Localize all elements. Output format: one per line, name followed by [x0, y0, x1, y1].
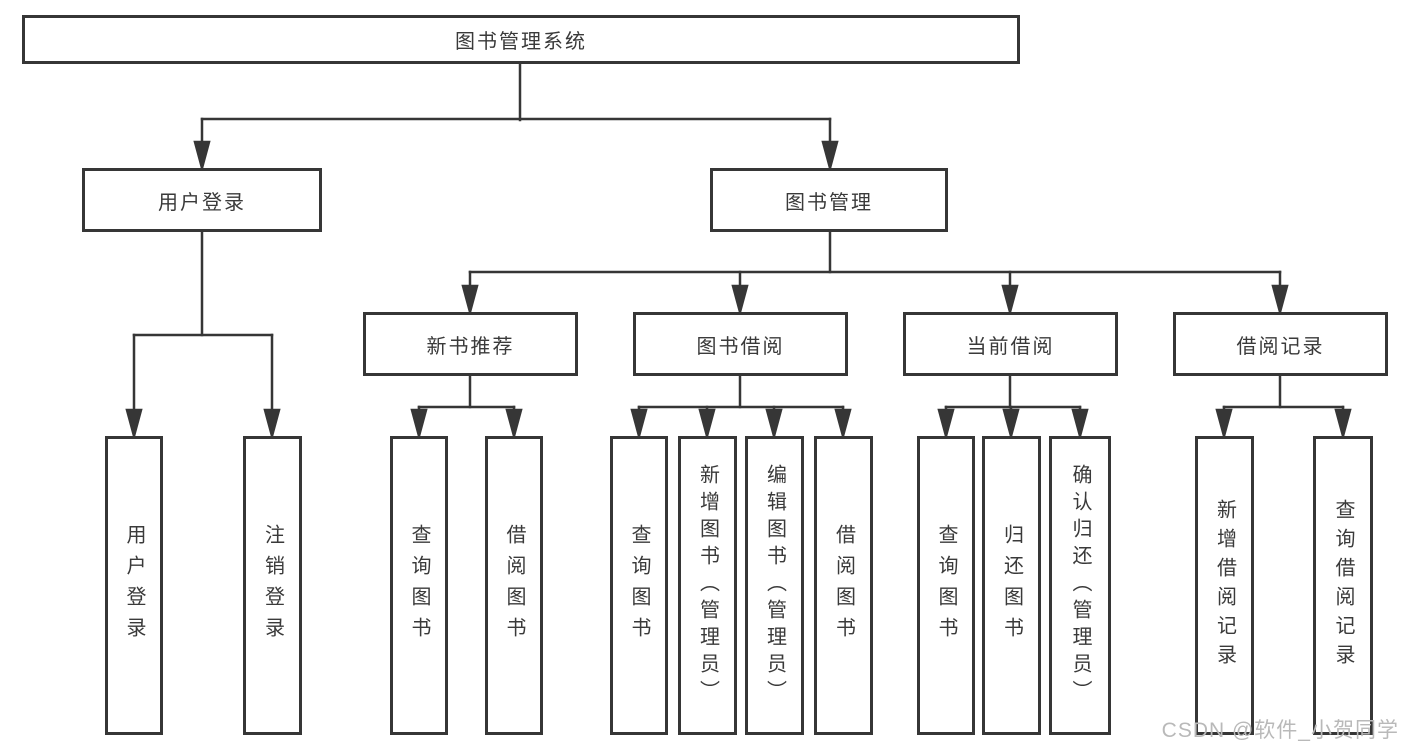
leaf-add-books-admin: 新增图书（管理员） [678, 436, 737, 735]
arrowhead-icon [125, 408, 143, 441]
node-current-borrowing: 当前借阅 [903, 312, 1118, 376]
leaf-confirm-return-admin: 确认归还（管理员） [1049, 436, 1111, 735]
arrowhead-icon [698, 408, 716, 441]
arrowhead-icon [263, 408, 281, 441]
node-book-borrowing: 图书借阅 [633, 312, 848, 376]
node-book-management: 图书管理 [710, 168, 948, 232]
arrowhead-icon [193, 140, 211, 173]
leaf-edit-books-admin: 编辑图书（管理员） [745, 436, 804, 735]
node-label: 用户登录 [158, 191, 246, 214]
leaf-return-books: 归还图书 [982, 436, 1041, 735]
arrowhead-icon [1215, 408, 1233, 441]
node-label: 新书推荐 [426, 335, 515, 358]
connector-root [193, 62, 839, 173]
leaf-label: 借阅图书 [832, 523, 855, 648]
node-new-book-recommend: 新书推荐 [363, 312, 578, 376]
node-label: 借阅记录 [1236, 335, 1325, 358]
leaf-label: 新增借阅记录 [1213, 498, 1236, 673]
arrowhead-icon [505, 408, 523, 441]
arrowhead-icon [1334, 408, 1352, 441]
arrowhead-icon [821, 140, 839, 173]
arrowhead-icon [731, 284, 749, 317]
connector-management [461, 230, 1289, 317]
arrowhead-icon [1071, 408, 1089, 441]
node-library-system: 图书管理系统 [22, 15, 1020, 64]
connector-current [937, 374, 1089, 441]
arrowhead-icon [410, 408, 428, 441]
leaf-label: 查询图书 [628, 523, 650, 648]
leaf-logout: 注销登录 [243, 436, 302, 735]
csdn-watermark: CSDN @软件_小贺同学 [1161, 719, 1399, 742]
leaf-label: 用户登录 [123, 523, 145, 648]
arrowhead-icon [765, 408, 783, 441]
arrowhead-icon [1271, 284, 1289, 317]
node-borrowing-records: 借阅记录 [1173, 312, 1388, 376]
leaf-label: 确认归还（管理员） [1069, 464, 1091, 707]
connector-borrowing [630, 374, 852, 441]
arrowhead-icon [937, 408, 955, 441]
arrowhead-icon [461, 284, 479, 317]
leaf-query-books-1: 查询图书 [390, 436, 448, 735]
leaf-label: 查询借阅记录 [1332, 498, 1354, 673]
arrowhead-icon [834, 408, 852, 441]
node-label: 图书管理 [785, 191, 873, 214]
leaf-query-borrow-record: 查询借阅记录 [1313, 436, 1373, 735]
arrowhead-icon [1001, 284, 1019, 317]
leaf-borrow-books-2: 借阅图书 [814, 436, 873, 735]
leaf-label: 归还图书 [1000, 523, 1023, 648]
leaf-add-borrow-record: 新增借阅记录 [1195, 436, 1254, 735]
connector-records [1215, 374, 1352, 441]
leaf-label: 查询图书 [408, 523, 430, 648]
leaf-label: 注销登录 [261, 523, 284, 648]
leaf-borrow-books-1: 借阅图书 [485, 436, 543, 735]
connector-login [125, 230, 281, 441]
leaf-label: 编辑图书（管理员） [763, 464, 786, 707]
leaf-user-login: 用户登录 [105, 436, 163, 735]
arrowhead-icon [630, 408, 648, 441]
connector-new-books [410, 374, 523, 441]
node-label: 当前借阅 [966, 335, 1055, 358]
leaf-label: 新增图书（管理员） [696, 464, 719, 707]
leaf-label: 借阅图书 [503, 523, 525, 648]
leaf-label: 查询图书 [935, 523, 957, 648]
node-label: 图书管理系统 [455, 31, 587, 53]
arrowhead-icon [1002, 408, 1020, 441]
node-label: 图书借阅 [696, 335, 785, 358]
leaf-query-books-3: 查询图书 [917, 436, 975, 735]
node-user-login: 用户登录 [82, 168, 322, 232]
leaf-query-books-2: 查询图书 [610, 436, 668, 735]
